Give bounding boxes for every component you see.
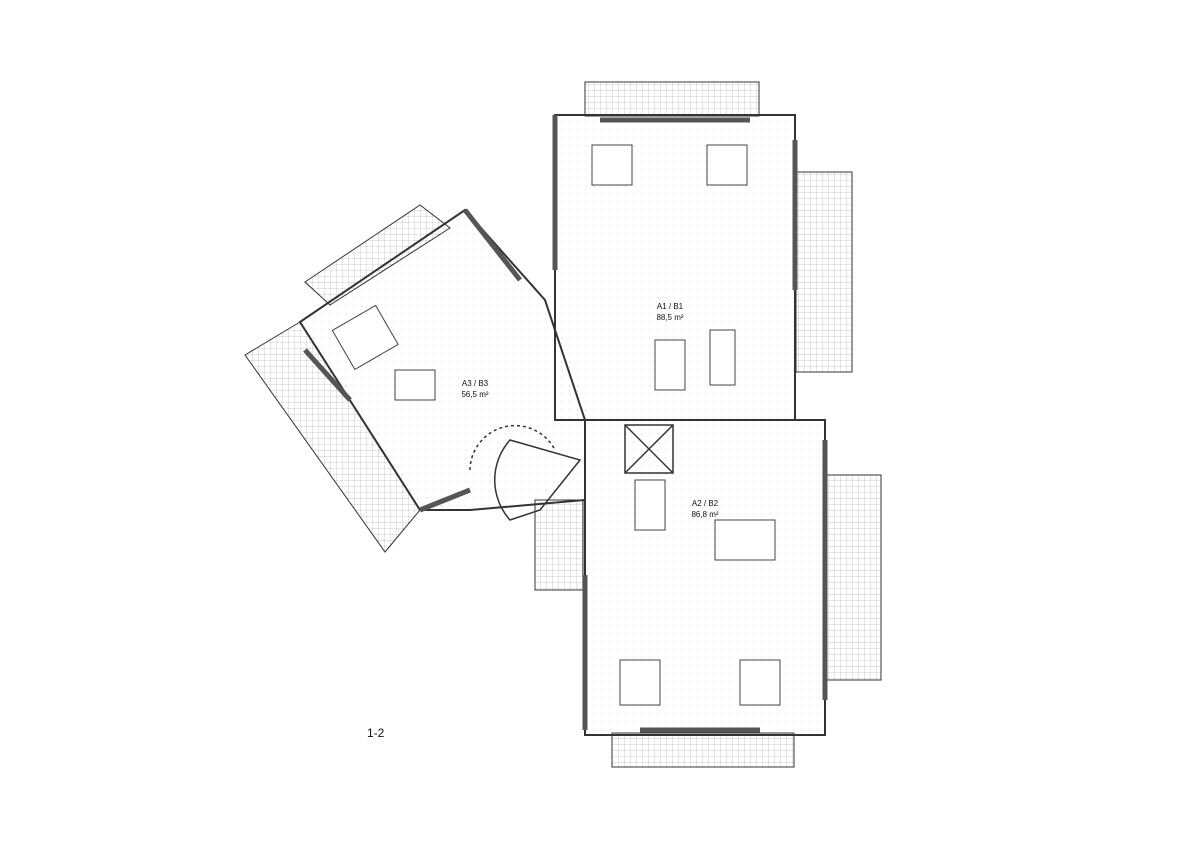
stair-core <box>469 424 674 521</box>
unit-id: A3 / B3 <box>461 379 489 388</box>
floor-areas <box>298 114 826 736</box>
unit-label-a3-b3: A3 / B3 56,5 m² <box>440 378 510 400</box>
walls <box>303 115 828 733</box>
unit-label-a1-b1: A1 / B1 88,5 m² <box>620 301 720 323</box>
unit-area: 56,5 m² <box>461 390 489 399</box>
sheet-number: 1-2 <box>367 726 385 740</box>
unit-area: 86,8 m² <box>691 510 719 519</box>
unit-area: 88,5 m² <box>656 313 684 322</box>
unit-label-a2-b2: A2 / B2 86,8 m² <box>670 498 740 520</box>
furniture <box>331 144 781 706</box>
unit-id: A2 / B2 <box>691 499 719 508</box>
unit-id: A1 / B1 <box>656 302 684 311</box>
